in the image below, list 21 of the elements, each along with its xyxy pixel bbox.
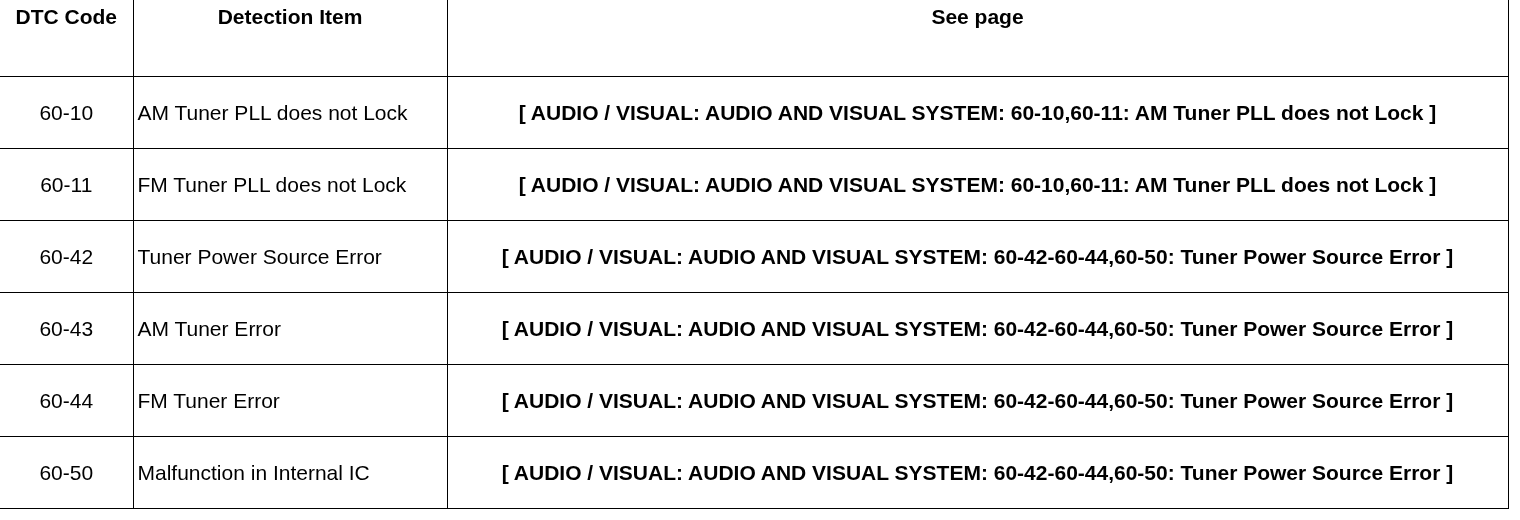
column-header: Detection Item <box>133 0 447 77</box>
page-reference: [ AUDIO / VISUAL: AUDIO AND VISUAL SYSTEM: 60-10,60-11: AM Tuner PLL does not Lock ] <box>447 148 1508 221</box>
detection-item: FM Tuner Error <box>133 364 447 437</box>
page-reference: [ AUDIO / VISUAL: AUDIO AND VISUAL SYSTEM: 60-42-60-44,60-50: Tuner Power Source Error ] <box>447 436 1508 509</box>
page-reference: [ AUDIO / VISUAL: AUDIO AND VISUAL SYSTEM: 60-42-60-44,60-50: Tuner Power Source Error ] <box>447 364 1508 437</box>
page-reference: [ AUDIO / VISUAL: AUDIO AND VISUAL SYSTEM: 60-42-60-44,60-50: Tuner Power Source Error ] <box>447 220 1508 293</box>
page-reference: [ AUDIO / VISUAL: AUDIO AND VISUAL SYSTEM: 60-42-60-44,60-50: Tuner Power Source Error ] <box>447 292 1508 365</box>
dtc-code: 60-43 <box>0 292 133 365</box>
detection-item: AM Tuner Error <box>133 292 447 365</box>
detection-item: FM Tuner PLL does not Lock <box>133 148 447 221</box>
page-reference: [ AUDIO / VISUAL: AUDIO AND VISUAL SYSTEM: 60-10,60-11: AM Tuner PLL does not Lock ] <box>447 76 1508 149</box>
dtc-code: 60-10 <box>0 76 133 149</box>
detection-item: Malfunction in Internal IC <box>133 436 447 509</box>
column-header: DTC Code <box>0 0 133 77</box>
dtc-code: 60-42 <box>0 220 133 293</box>
column-header: See page <box>447 0 1508 77</box>
dtc-code: 60-44 <box>0 364 133 437</box>
detection-item: AM Tuner PLL does not Lock <box>133 76 447 149</box>
dtc-code: 60-50 <box>0 436 133 509</box>
detection-item: Tuner Power Source Error <box>133 220 447 293</box>
dtc-code: 60-11 <box>0 148 133 221</box>
